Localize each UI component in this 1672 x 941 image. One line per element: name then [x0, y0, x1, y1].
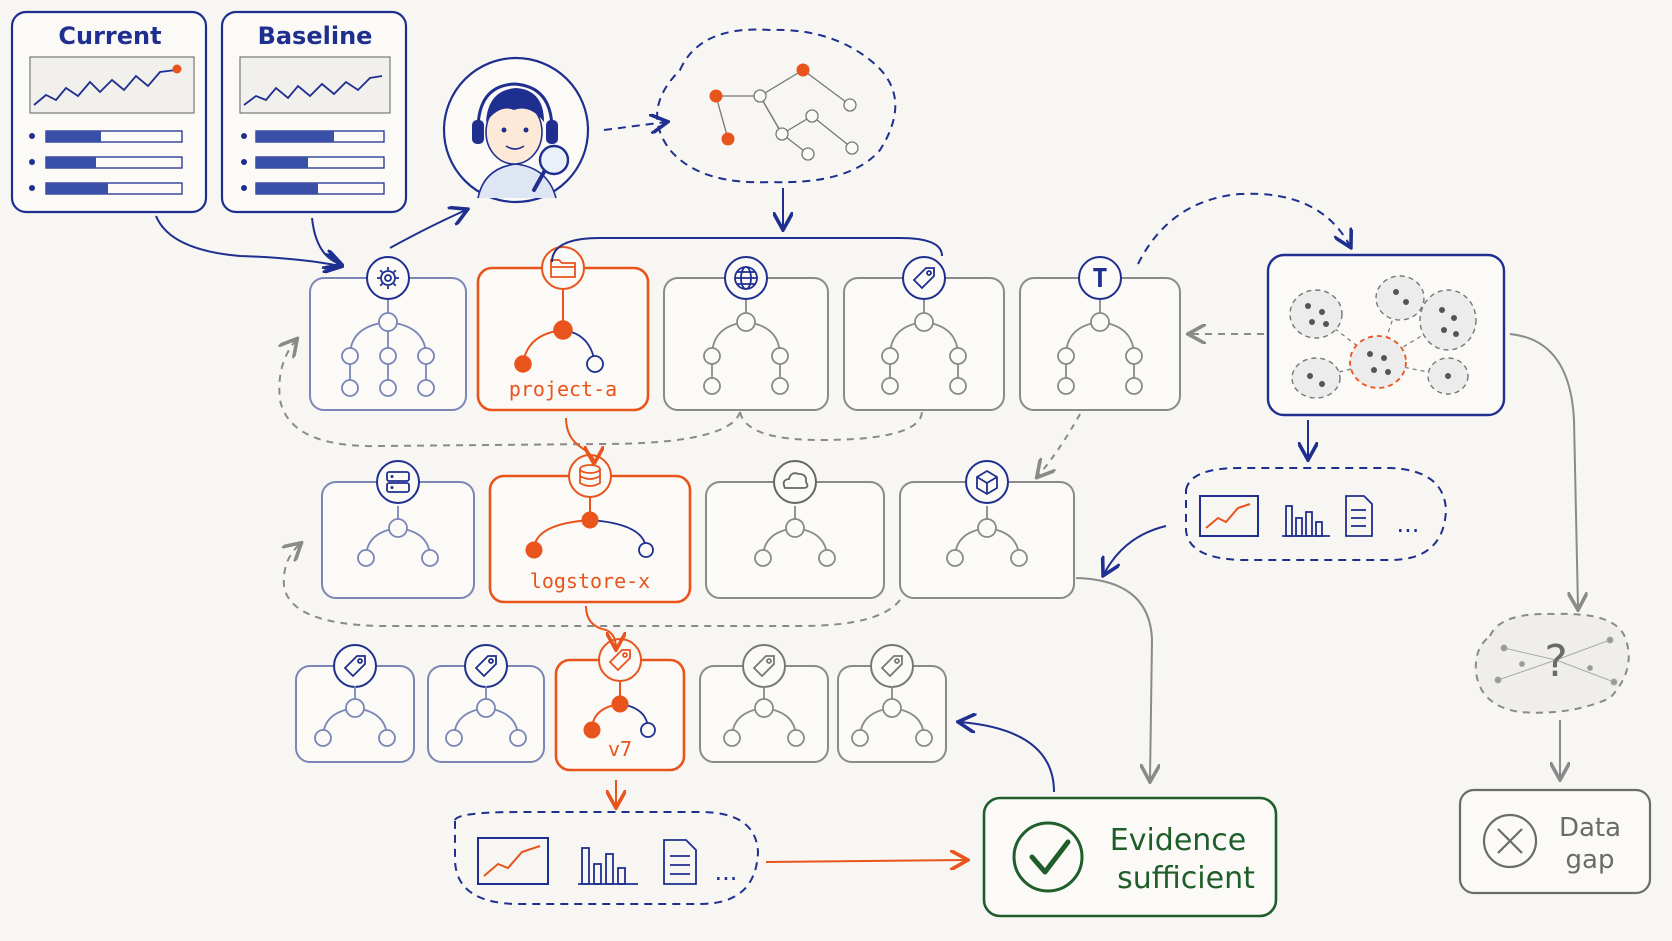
node-card-logstore-label: logstore-x: [530, 569, 650, 593]
current-sparkline: [33, 69, 177, 106]
node-card-version-label: v7: [608, 737, 632, 761]
evidence-label-line1: Evidence: [1110, 823, 1247, 858]
current-title: Current: [58, 22, 161, 50]
current-panel: Current: [10, 10, 208, 214]
server-icon: [386, 471, 410, 493]
data-gap-label-line2: gap: [1566, 845, 1615, 875]
topology-graph-cloud: [656, 28, 897, 184]
svg-text:T: T: [1092, 264, 1108, 294]
data-gap-cloud: ?: [1474, 612, 1630, 714]
node-card-row1-gear: [309, 256, 467, 411]
evidence-sufficient-box: Evidence sufficient: [982, 796, 1278, 918]
magnifier-icon: [538, 144, 570, 176]
node-card-row3-tag-1: [295, 644, 415, 763]
document-icon: [663, 839, 697, 885]
connectors: [155, 122, 1578, 862]
node-card-project: project-a: [476, 246, 650, 412]
baseline-title: Baseline: [258, 22, 373, 50]
tag-icon: [912, 267, 935, 290]
bar-chart-icon: [578, 847, 638, 885]
more-artifacts-ellipsis: ...: [715, 858, 738, 886]
globe-icon: [734, 266, 758, 290]
node-card-row2-server: [321, 460, 475, 599]
folder-icon: [550, 259, 576, 278]
node-card-row3-tag-5: [837, 644, 947, 763]
document-icon: [1345, 495, 1373, 537]
node-card-logstore: logstore-x: [488, 454, 692, 604]
cluster-box: [1266, 253, 1506, 417]
node-card-row3-tag-4: [699, 644, 829, 763]
node-card-row3-tag-2: [427, 644, 545, 763]
node-card-version: v7: [554, 638, 686, 772]
close-circle-icon: [1482, 813, 1538, 869]
bar-chart-icon: [1282, 505, 1330, 537]
node-card-row1-tag: [843, 256, 1005, 411]
tag-icon: [343, 655, 366, 678]
node-card-row1-globe: [663, 256, 829, 411]
tag-icon: [474, 655, 497, 678]
node-card-row1-text: T: [1019, 256, 1181, 411]
current-anomaly-dot: [172, 64, 182, 74]
gear-icon: [377, 267, 399, 289]
cloud-icon: [782, 472, 809, 489]
checkmark-icon: [1012, 821, 1084, 893]
evidence-artifacts-bottom: ...: [454, 811, 760, 905]
node-card-project-label: project-a: [509, 377, 617, 401]
evidence-artifacts-right: ...: [1185, 467, 1448, 561]
tag-icon: [752, 655, 775, 678]
current-metric-bars: [29, 130, 183, 195]
baseline-panel: Baseline: [220, 10, 408, 214]
more-artifacts-ellipsis: ...: [1397, 510, 1420, 538]
data-gap-label-line1: Data: [1559, 813, 1621, 843]
text-type-icon: T: [1092, 264, 1108, 294]
evidence-label-line2: sufficient: [1117, 861, 1255, 896]
node-card-row2-cube: [899, 460, 1075, 599]
tag-icon: [880, 655, 903, 678]
line-chart-icon: [1199, 495, 1259, 537]
node-card-row2-cloud: [705, 460, 885, 599]
cube-icon: [976, 469, 998, 496]
analyst-avatar: [442, 56, 590, 204]
baseline-metric-bars: [241, 130, 385, 195]
unknown-question-mark: ?: [1544, 636, 1567, 687]
baseline-sparkline: [243, 75, 383, 106]
data-gap-box: Data gap: [1458, 788, 1652, 895]
line-chart-icon: [477, 837, 549, 885]
